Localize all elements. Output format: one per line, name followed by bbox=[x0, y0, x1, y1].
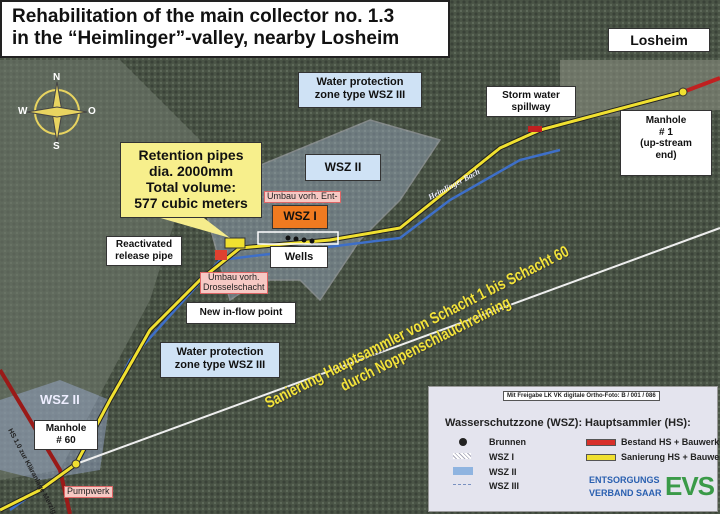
compass-icon bbox=[26, 81, 88, 143]
existing-collector bbox=[682, 76, 720, 94]
compass-o: O bbox=[88, 106, 96, 117]
compass-w: W bbox=[18, 106, 28, 117]
wsz2-map-label: WSZ II bbox=[40, 392, 80, 407]
rehab-swatch bbox=[586, 454, 616, 461]
wsz3-top-line2: zone type WSZ III bbox=[314, 88, 406, 101]
drossel-line2: Drosselschacht bbox=[203, 281, 265, 292]
retention-pipes bbox=[224, 237, 246, 249]
title-line-1: Rehabilitation of the main collector no.… bbox=[12, 6, 395, 27]
ret-line3: Total volume: bbox=[146, 179, 236, 196]
ret-line4: 577 cubic meters bbox=[134, 195, 248, 212]
wsz2-swatch bbox=[453, 467, 473, 475]
logo-text-2: VERBAND SAAR bbox=[589, 488, 662, 498]
title-line-2: in the “Heimlinger”-valley, nearby Loshe… bbox=[12, 27, 400, 49]
legend-brunnen: Brunnen bbox=[489, 437, 526, 447]
existing-swatch bbox=[586, 439, 616, 446]
wsz1-swatch bbox=[453, 453, 471, 459]
inflow-point-label: New in-flow point bbox=[186, 302, 296, 324]
wsz1-label: WSZ I bbox=[272, 205, 328, 229]
release-line1: Reactivated bbox=[115, 239, 173, 250]
manhole-60-label: Manhole# 60 bbox=[34, 420, 98, 450]
legend-wsz2: WSZ II bbox=[489, 467, 517, 477]
manhole-1-point bbox=[678, 87, 688, 97]
mh60-line2: # 60 bbox=[56, 434, 76, 446]
brunnen-swatch bbox=[459, 438, 467, 446]
wells-label: Wells bbox=[270, 246, 328, 268]
map-title: Rehabilitation of the main collector no.… bbox=[0, 0, 450, 58]
logo-text-1: ENTSORGUNGS bbox=[589, 475, 660, 485]
storm-line1: Storm water bbox=[502, 90, 560, 101]
compass-s: S bbox=[53, 141, 60, 152]
existing-collector-hs10 bbox=[0, 368, 72, 514]
manhole-60-point bbox=[71, 459, 81, 469]
mh1-line2: # 1 bbox=[659, 126, 673, 138]
pumpwerk-label: Pumpwerk bbox=[64, 486, 113, 498]
wsz3-top-line1: Water protection bbox=[316, 76, 404, 88]
drossel-line1: Umbau vorh. bbox=[208, 272, 260, 282]
legend: Mit Freigabe LK VK digitale Ortho-Foto: … bbox=[428, 386, 720, 512]
ret-line1: Retention pipes bbox=[138, 147, 244, 163]
mh1-line4: end) bbox=[655, 149, 677, 161]
legend-existing: Bestand HS + Bauwerke bbox=[621, 437, 720, 447]
wsz3-bot-line2: zone type WSZ III bbox=[174, 358, 266, 371]
legend-wsz1: WSZ I bbox=[489, 452, 514, 462]
legend-hs-title: Hauptsammler (HS): bbox=[585, 417, 691, 429]
ret-line2: dia. 2000mm bbox=[148, 163, 234, 180]
legend-rehab: Sanierung HS + Bauwerke bbox=[621, 452, 720, 462]
wells-points bbox=[285, 235, 315, 244]
compass-n: N bbox=[53, 72, 61, 83]
mh60-line1: Manhole bbox=[45, 423, 87, 434]
umbau-ent-label: Umbau vorh. Ent- bbox=[264, 191, 341, 203]
drosselschacht-label: Umbau vorh.Drosselschacht bbox=[200, 272, 268, 294]
legend-wsz3: WSZ III bbox=[489, 481, 519, 491]
mh1-line1: Manhole bbox=[645, 115, 687, 126]
mh1-line3: (up-stream bbox=[640, 138, 692, 149]
storm-line2: spillway bbox=[511, 101, 551, 113]
rehab-section-line bbox=[75, 227, 720, 465]
legend-wsz-title: Wasserschutzzone (WSZ): bbox=[445, 417, 583, 429]
wsz3-bot-line1: Water protection bbox=[176, 346, 264, 358]
wsz3-swatch bbox=[453, 484, 471, 485]
wsz2-label: WSZ II bbox=[305, 154, 381, 181]
losheim-label: Losheim bbox=[608, 28, 710, 52]
legend-credit: Mit Freigabe LK VK digitale Ortho-Foto: … bbox=[503, 391, 660, 401]
release-line2: release pipe bbox=[115, 250, 173, 262]
evs-logo: EVS bbox=[665, 471, 715, 501]
